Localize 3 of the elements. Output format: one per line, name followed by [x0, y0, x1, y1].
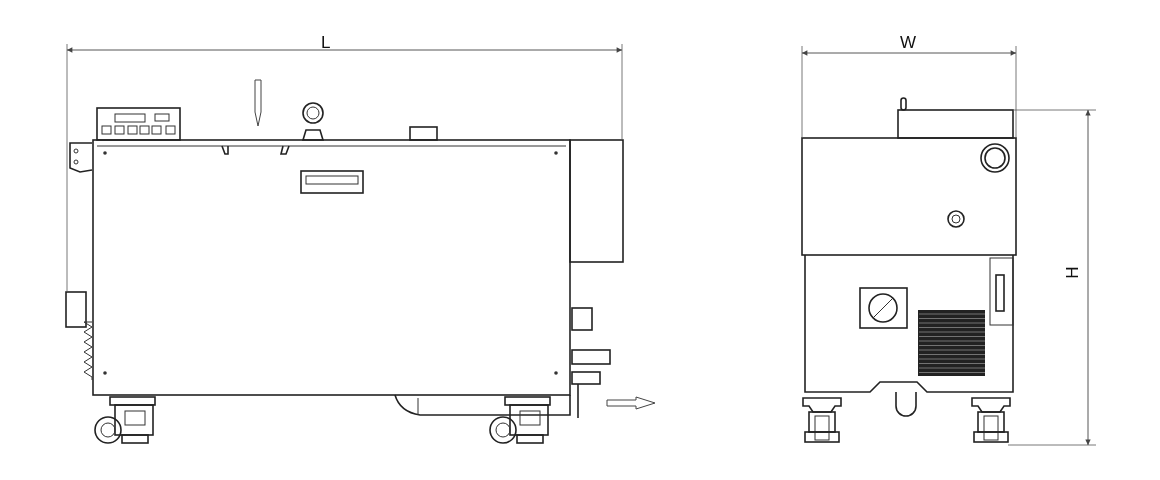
dimension-label: W	[900, 34, 917, 51]
dimension-label: H	[1063, 266, 1081, 279]
dimension-label: L	[321, 34, 331, 51]
